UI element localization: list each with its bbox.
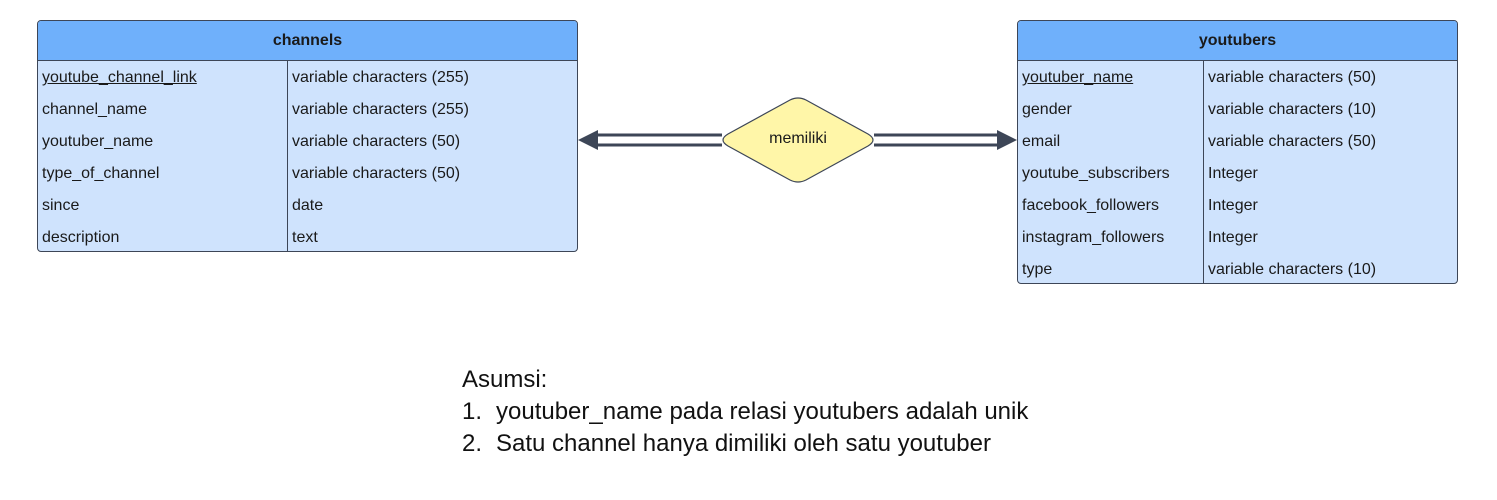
attribute-name: facebook_followers: [1022, 197, 1159, 214]
attribute-type: variable characters (50): [1208, 69, 1377, 86]
attribute-name: youtube_subscribers: [1022, 165, 1170, 182]
attribute-type: variable characters (10): [1208, 101, 1377, 118]
entity-youtubers-attributes: youtuber_name variable characters (50) g…: [1018, 61, 1457, 283]
left-double-line: [597, 133, 722, 147]
attribute-type: variable characters (255): [292, 69, 469, 86]
entity-channels-attributes: youtube_channel_link variable characters…: [38, 61, 577, 251]
attribute-type: variable characters (50): [292, 165, 461, 182]
attribute-name: since: [42, 197, 80, 214]
assumptions-notes: Asumsi: 1. youtuber_name pada relasi you…: [462, 364, 1028, 460]
attribute-type: date: [292, 197, 324, 214]
attribute-type: text: [292, 229, 318, 246]
attribute-row: instagram_followers Integer: [1018, 222, 1457, 254]
attribute-row: youtube_subscribers Integer: [1018, 158, 1457, 190]
attribute-type: Integer: [1208, 165, 1258, 182]
attribute-row: since date: [38, 190, 577, 222]
attribute-type: variable characters (50): [1208, 133, 1377, 150]
item-number: 2.: [462, 430, 483, 457]
attribute-name: gender: [1022, 101, 1072, 118]
notes-title: Asumsi:: [462, 366, 548, 393]
attribute-type: variable characters (255): [292, 101, 469, 118]
attribute-type: variable characters (50): [292, 133, 461, 150]
attribute-type: variable characters (10): [1208, 261, 1377, 278]
attribute-name: youtuber_name: [42, 133, 154, 150]
attribute-name: instagram_followers: [1022, 229, 1165, 246]
attribute-type: Integer: [1208, 197, 1258, 214]
attribute-name: channel_name: [42, 101, 147, 118]
attribute-name: description: [42, 229, 120, 246]
attribute-name: email: [1022, 133, 1061, 150]
column-divider: [287, 61, 288, 251]
item-text: Satu channel hanya dimiliki oleh satu yo…: [496, 430, 991, 457]
relationship-diamond[interactable]: [722, 97, 874, 183]
attribute-row: facebook_followers Integer: [1018, 190, 1457, 222]
relationship-label: memiliki: [769, 130, 827, 147]
attribute-row: youtuber_name variable characters (50): [1018, 62, 1457, 94]
attribute-row: gender variable characters (10): [1018, 94, 1457, 126]
attribute-row: youtuber_name variable characters (50): [38, 126, 577, 158]
list-item: 1. youtuber_name pada relasi youtubers a…: [462, 396, 1028, 428]
right-double-line: [874, 133, 998, 147]
attribute-row: description text: [38, 222, 577, 251]
attribute-row: email variable characters (50): [1018, 126, 1457, 158]
attribute-name: type: [1022, 261, 1053, 278]
left-arrowhead-icon: [578, 130, 598, 150]
notes-list: 1. youtuber_name pada relasi youtubers a…: [462, 396, 1028, 460]
attribute-row: type_of_channel variable characters (50): [38, 158, 577, 190]
entity-channels-title: channels: [38, 21, 577, 61]
attribute-row: type variable characters (10): [1018, 254, 1457, 283]
entity-youtubers-title: youtubers: [1018, 21, 1457, 61]
entity-channels[interactable]: channels youtube_channel_link variable c…: [37, 20, 578, 252]
list-item: 2. Satu channel hanya dimiliki oleh satu…: [462, 428, 1028, 460]
attribute-name: youtube_channel_link: [42, 69, 197, 86]
attribute-type: Integer: [1208, 229, 1258, 246]
attribute-name: youtuber_name: [1022, 69, 1134, 86]
right-arrowhead-icon: [997, 130, 1017, 150]
column-divider: [1203, 61, 1204, 283]
entity-youtubers[interactable]: youtubers youtuber_name variable charact…: [1017, 20, 1458, 284]
item-number: 1.: [462, 398, 483, 425]
item-text: youtuber_name pada relasi youtubers adal…: [496, 398, 1029, 425]
attribute-row: youtube_channel_link variable characters…: [38, 62, 577, 94]
attribute-row: channel_name variable characters (255): [38, 94, 577, 126]
attribute-name: type_of_channel: [42, 165, 160, 182]
